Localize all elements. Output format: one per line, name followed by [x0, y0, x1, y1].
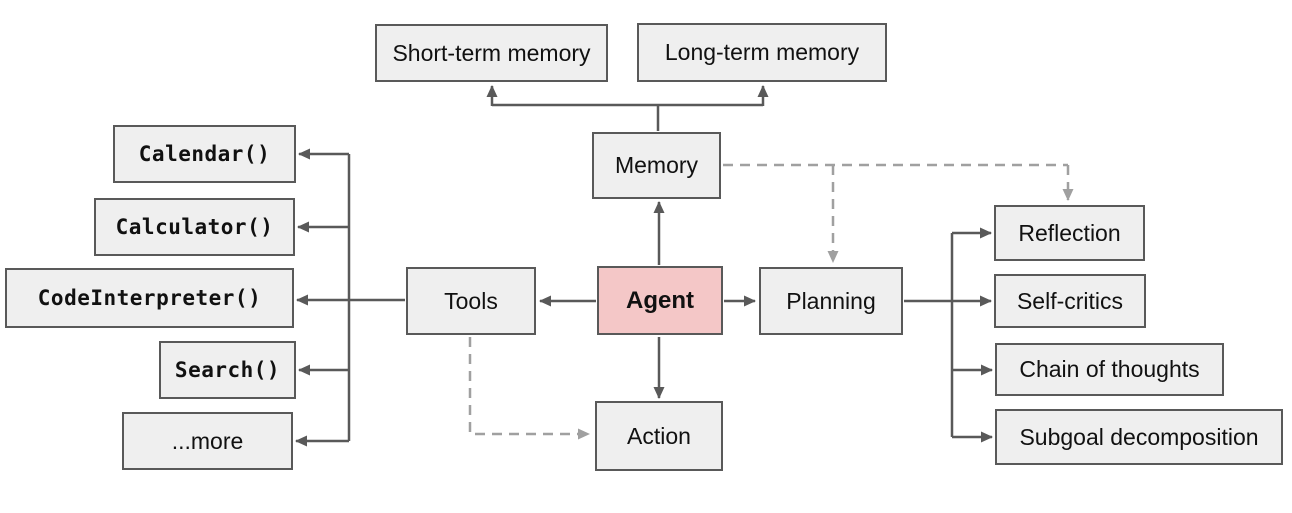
node-planning: Planning — [759, 267, 903, 335]
node-tools: Tools — [406, 267, 536, 335]
node-calendar: Calendar() — [113, 125, 296, 183]
node-chain-of-thoughts: Chain of thoughts — [995, 343, 1224, 396]
node-short-term-memory: Short-term memory — [375, 24, 608, 82]
dashed-arrow-tools-to-action — [468, 337, 590, 440]
node-search: Search() — [159, 341, 296, 399]
node-calculator: Calculator() — [94, 198, 295, 256]
node-more: ...more — [122, 412, 293, 470]
node-subgoal-decomposition: Subgoal decomposition — [995, 409, 1283, 465]
node-reflection: Reflection — [994, 205, 1145, 261]
node-action: Action — [595, 401, 723, 471]
node-memory: Memory — [592, 132, 721, 199]
node-agent: Agent — [597, 266, 723, 335]
node-long-term-memory: Long-term memory — [637, 23, 887, 82]
node-code-interpreter: CodeInterpreter() — [5, 268, 294, 328]
node-self-critics: Self-critics — [994, 274, 1146, 328]
memory-branch-line — [492, 103, 763, 131]
